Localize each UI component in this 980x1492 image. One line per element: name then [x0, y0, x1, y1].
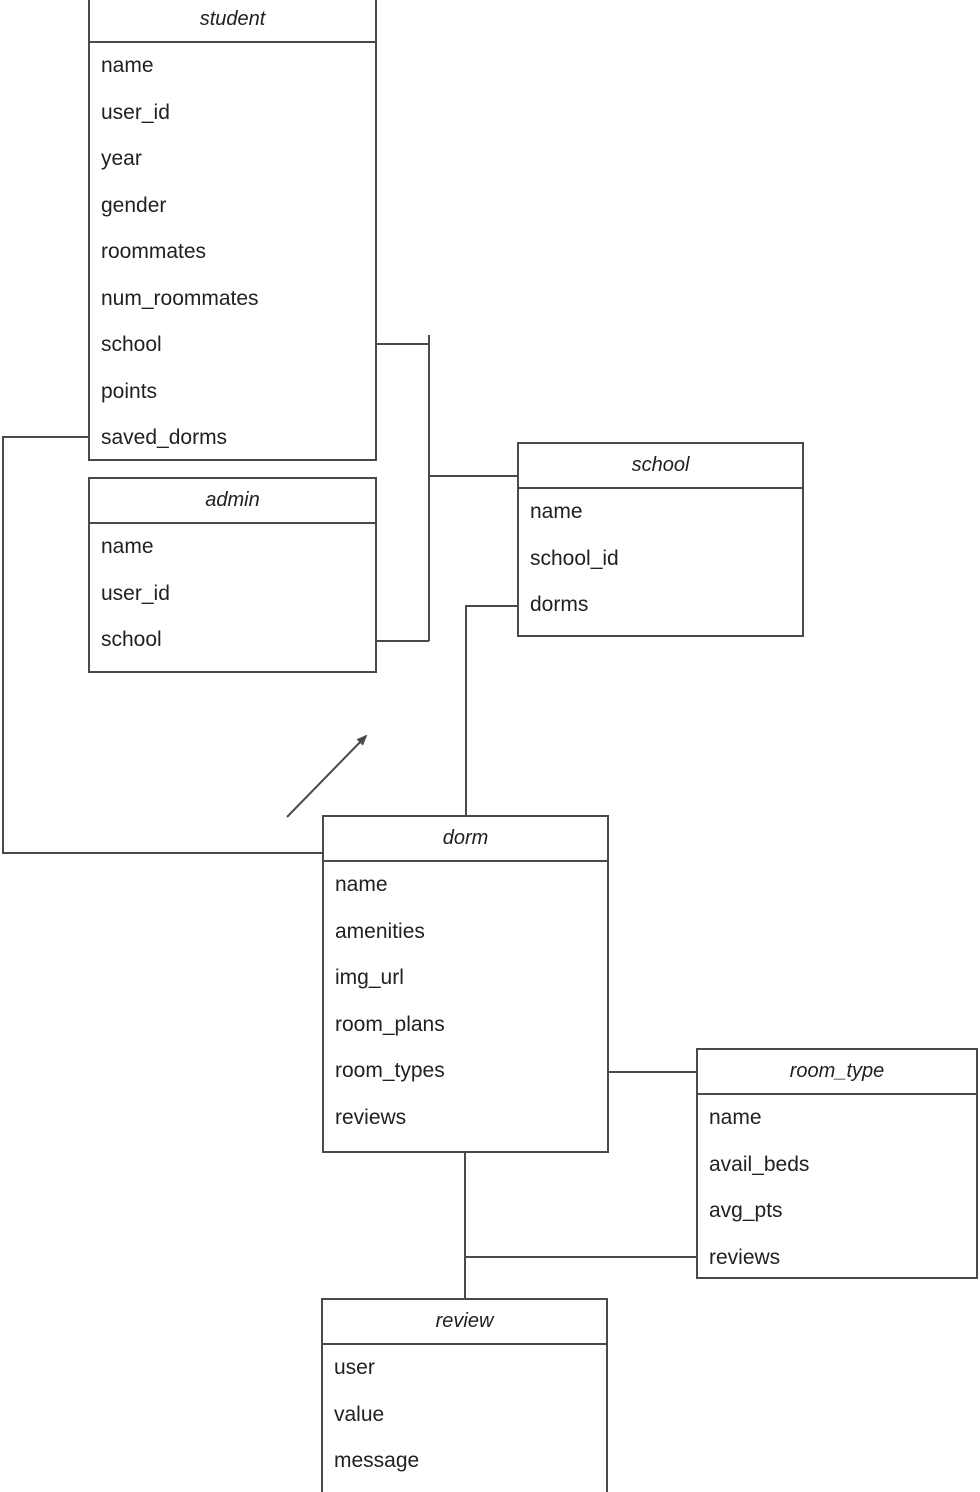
connector-school-dorms-to-dorm: [465, 605, 517, 815]
connector-student-admin-to-school: [377, 335, 517, 642]
field-student-user-id: user_id: [101, 100, 170, 124]
entity-room-type: room_type name avail_beds avg_pts review…: [696, 1048, 978, 1279]
entity-title-dorm: dorm: [324, 817, 607, 862]
field-admin-user-id: user_id: [101, 581, 170, 605]
field-review-value: value: [334, 1402, 385, 1426]
field-student-roommates: roommates: [101, 240, 207, 264]
entity-title-school: school: [519, 444, 802, 489]
entity-title-room-type: room_type: [698, 1050, 976, 1095]
field-review-message: message: [334, 1449, 420, 1473]
entity-student: student name user_id year gender roommat…: [88, 0, 377, 461]
entity-school: school name school_id dorms: [517, 442, 804, 637]
field-room-type-reviews: reviews: [709, 1245, 781, 1269]
field-student-name: name: [101, 54, 154, 78]
field-student-school: school: [101, 333, 162, 357]
field-dorm-amenities: amenities: [335, 919, 425, 943]
floating-arrow: [286, 734, 368, 818]
field-dorm-img-url: img_url: [335, 966, 404, 990]
field-student-points: points: [101, 379, 158, 403]
field-dorm-reviews: reviews: [335, 1105, 407, 1129]
field-room-type-avg-pts: avg_pts: [709, 1199, 783, 1223]
entity-dorm: dorm name amenities img_url room_plans r…: [322, 815, 609, 1153]
field-school-school-id: school_id: [530, 546, 619, 570]
field-student-gender: gender: [101, 193, 167, 217]
entity-title-student: student: [90, 0, 375, 43]
field-dorm-name: name: [335, 873, 388, 897]
field-student-saved-dorms: saved_dorms: [101, 426, 228, 450]
entity-title-admin: admin: [90, 479, 375, 524]
field-student-num-roommates: num_roommates: [101, 286, 259, 310]
field-room-type-avail-beds: avail_beds: [709, 1152, 810, 1176]
field-admin-name: name: [101, 535, 154, 559]
entity-admin: admin name user_id school: [88, 477, 377, 673]
field-dorm-room-plans: room_plans: [335, 1012, 445, 1036]
field-school-name: name: [530, 500, 583, 524]
connector-dorm-to-review-and-room-type: [464, 1153, 696, 1298]
field-school-dorms: dorms: [530, 593, 589, 617]
field-dorm-room-types: room_types: [335, 1059, 445, 1083]
field-room-type-name: name: [709, 1106, 762, 1130]
entity-review: review user value message: [321, 1298, 608, 1492]
entity-title-review: review: [323, 1300, 606, 1345]
field-student-year: year: [101, 147, 142, 171]
field-admin-school: school: [101, 628, 162, 652]
field-review-user: user: [334, 1356, 375, 1380]
